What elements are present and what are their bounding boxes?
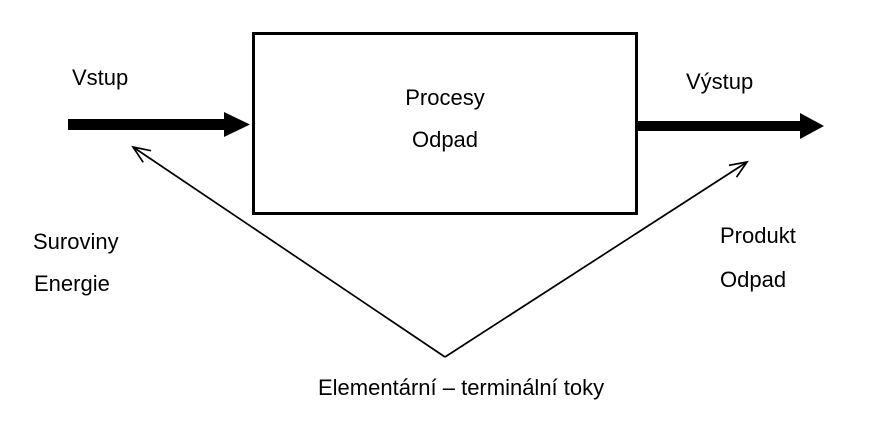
input-arrow-icon <box>68 112 250 137</box>
input-label: Vstup <box>72 65 129 90</box>
product-label: Produkt <box>720 223 796 248</box>
energy-label: Energie <box>34 271 110 296</box>
raw-materials-label: Suroviny <box>33 229 119 254</box>
elementary-flow-left-arrow-icon <box>131 145 446 358</box>
elementary-terminal-flows-caption: Elementární – terminální toky <box>318 375 605 400</box>
process-box-line1: Procesy <box>405 85 485 110</box>
elementary-flow-right-arrow-icon <box>444 160 749 358</box>
waste-output-label: Odpad <box>720 267 787 292</box>
process-box-line2: Odpad <box>411 127 479 152</box>
output-label: Výstup <box>686 69 754 94</box>
process-box: Procesy Odpad <box>252 32 638 215</box>
output-arrow-icon <box>637 113 824 139</box>
